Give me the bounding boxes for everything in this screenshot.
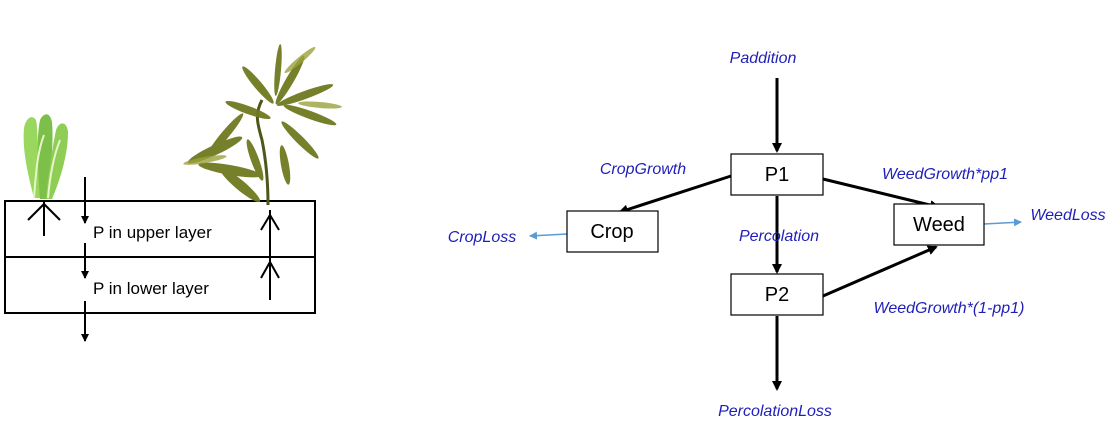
weed-node: Weed	[893, 203, 985, 246]
weed-growth-p2-arrow	[822, 245, 938, 298]
weed-label: Weed	[913, 214, 965, 236]
p1-node: P1	[730, 153, 824, 196]
weed-loss-label: WeedLoss	[1030, 207, 1105, 224]
weed-loss-arrow	[983, 218, 1022, 227]
p2-node: P2	[730, 273, 824, 316]
addition-label: Paddition	[730, 50, 797, 67]
lower-layer-label: P in lower layer	[93, 279, 209, 298]
weed-growth-p2-label: WeedGrowth*(1-pp1)	[874, 300, 1025, 317]
lettuce-icon	[23, 114, 68, 199]
percolation-loss-label: PercolationLoss	[718, 403, 832, 420]
percolation-label: Percolation	[739, 228, 819, 245]
p2-label: P2	[765, 284, 789, 306]
p1-label: P1	[765, 164, 789, 186]
lower-soil-layer	[4, 256, 316, 314]
flow-diagram: P1 P2 Crop Weed Paddition CropGrowth Wee…	[448, 50, 1106, 420]
weed-growth-p1-label: WeedGrowth*pp1	[882, 166, 1008, 183]
crop-label: Crop	[590, 221, 633, 243]
cannabis-plant-icon	[183, 44, 342, 206]
crop-growth-label: CropGrowth	[600, 161, 686, 178]
upper-layer-label: P in upper layer	[93, 223, 212, 242]
soil-illustration: P in upper layer P in lower layer	[4, 44, 342, 342]
crop-loss-label: CropLoss	[448, 229, 516, 246]
weed-roots	[260, 210, 280, 300]
crop-growth-arrow	[618, 174, 732, 215]
weed-growth-p1-arrow	[822, 177, 940, 210]
crop-roots	[27, 201, 61, 236]
crop-node: Crop	[566, 210, 659, 253]
crop-loss-arrow	[529, 231, 568, 240]
